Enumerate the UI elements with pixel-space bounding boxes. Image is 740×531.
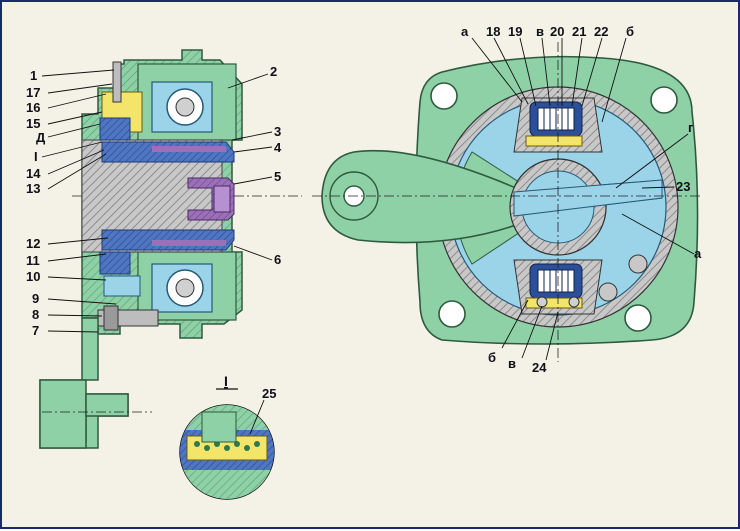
callout-side-2: 23: [676, 179, 690, 194]
callout-side-3: а: [694, 246, 702, 261]
callout-right-3: 4: [274, 140, 282, 155]
callout-top-2: 18: [486, 24, 500, 39]
side-plug-2: [598, 282, 618, 302]
seal-block-lower: [103, 275, 141, 297]
mount-hole-tl: [430, 82, 458, 110]
callout-left-13: 8: [32, 307, 39, 322]
sleeve-bottom: [152, 240, 226, 246]
callout-right-5: 6: [274, 252, 281, 267]
callout-left-1: 1: [30, 68, 37, 83]
callout-left-12: 9: [32, 291, 39, 306]
callout-bottom-3: 24: [532, 360, 547, 375]
callout-left-3: 16: [26, 100, 40, 115]
callout-left-14: 7: [32, 323, 39, 338]
small-bolt-1: [536, 296, 548, 308]
side-plug-1: [628, 254, 648, 274]
callout-bottom-2: в: [508, 356, 516, 371]
arm-foot: [39, 379, 87, 449]
callout-right-1: 2: [270, 64, 277, 79]
sleeve-top: [152, 146, 226, 152]
callout-top-4: в: [536, 24, 544, 39]
callout-top-1: а: [461, 24, 469, 39]
callout-side-1: г: [688, 120, 694, 135]
callout-right-4: 5: [274, 169, 281, 184]
callout-top-3: 19: [508, 24, 522, 39]
detail-title: I: [224, 373, 228, 389]
callout-left-9: 12: [26, 236, 40, 251]
plug-core: [213, 185, 231, 213]
bolt-head: [103, 305, 119, 331]
mount-hole-br: [624, 304, 652, 332]
callout-left-6: I: [34, 149, 38, 164]
detail-view: I 25: [179, 373, 276, 500]
right-leaders: [471, 37, 695, 361]
callout-left-10: 11: [26, 253, 40, 268]
callout-right-2: 3: [274, 124, 281, 139]
right-face-view: [312, 42, 702, 362]
arm-boss: [85, 393, 129, 417]
spring-upper: [99, 117, 131, 141]
left-section-view: [39, 49, 302, 449]
left-callouts: 1 17 16 15 Д I 14 13 12 11 10 9 8 7 2 3 …: [26, 64, 282, 338]
lower-valve-stem: [175, 278, 195, 298]
callout-left-2: 17: [26, 85, 40, 100]
callout-bottom-1: б: [488, 350, 496, 365]
mount-hole-bl: [438, 300, 466, 328]
callout-top-6: 21: [572, 24, 586, 39]
callout-top-8: б: [626, 24, 634, 39]
spring-lower: [99, 251, 131, 275]
callout-top-7: 22: [594, 24, 608, 39]
upper-valve-stem: [175, 97, 195, 117]
right-callouts: а 18 19 в 20 21 22 б г 23 а б в 24: [461, 24, 702, 375]
callout-left-8: 13: [26, 181, 40, 196]
callout-left-11: 10: [26, 269, 40, 284]
mount-hole-tr: [650, 86, 678, 114]
callout-left-5: Д: [36, 130, 46, 145]
bleeder-nipple: [112, 61, 122, 103]
detail-callout: 25: [262, 386, 276, 401]
left-leaders: [41, 69, 273, 333]
pitman-arm: [321, 149, 560, 244]
callout-left-7: 14: [26, 166, 41, 181]
callout-left-4: 15: [26, 116, 40, 131]
small-bolt-2: [568, 296, 580, 308]
callout-top-5: 20: [550, 24, 564, 39]
